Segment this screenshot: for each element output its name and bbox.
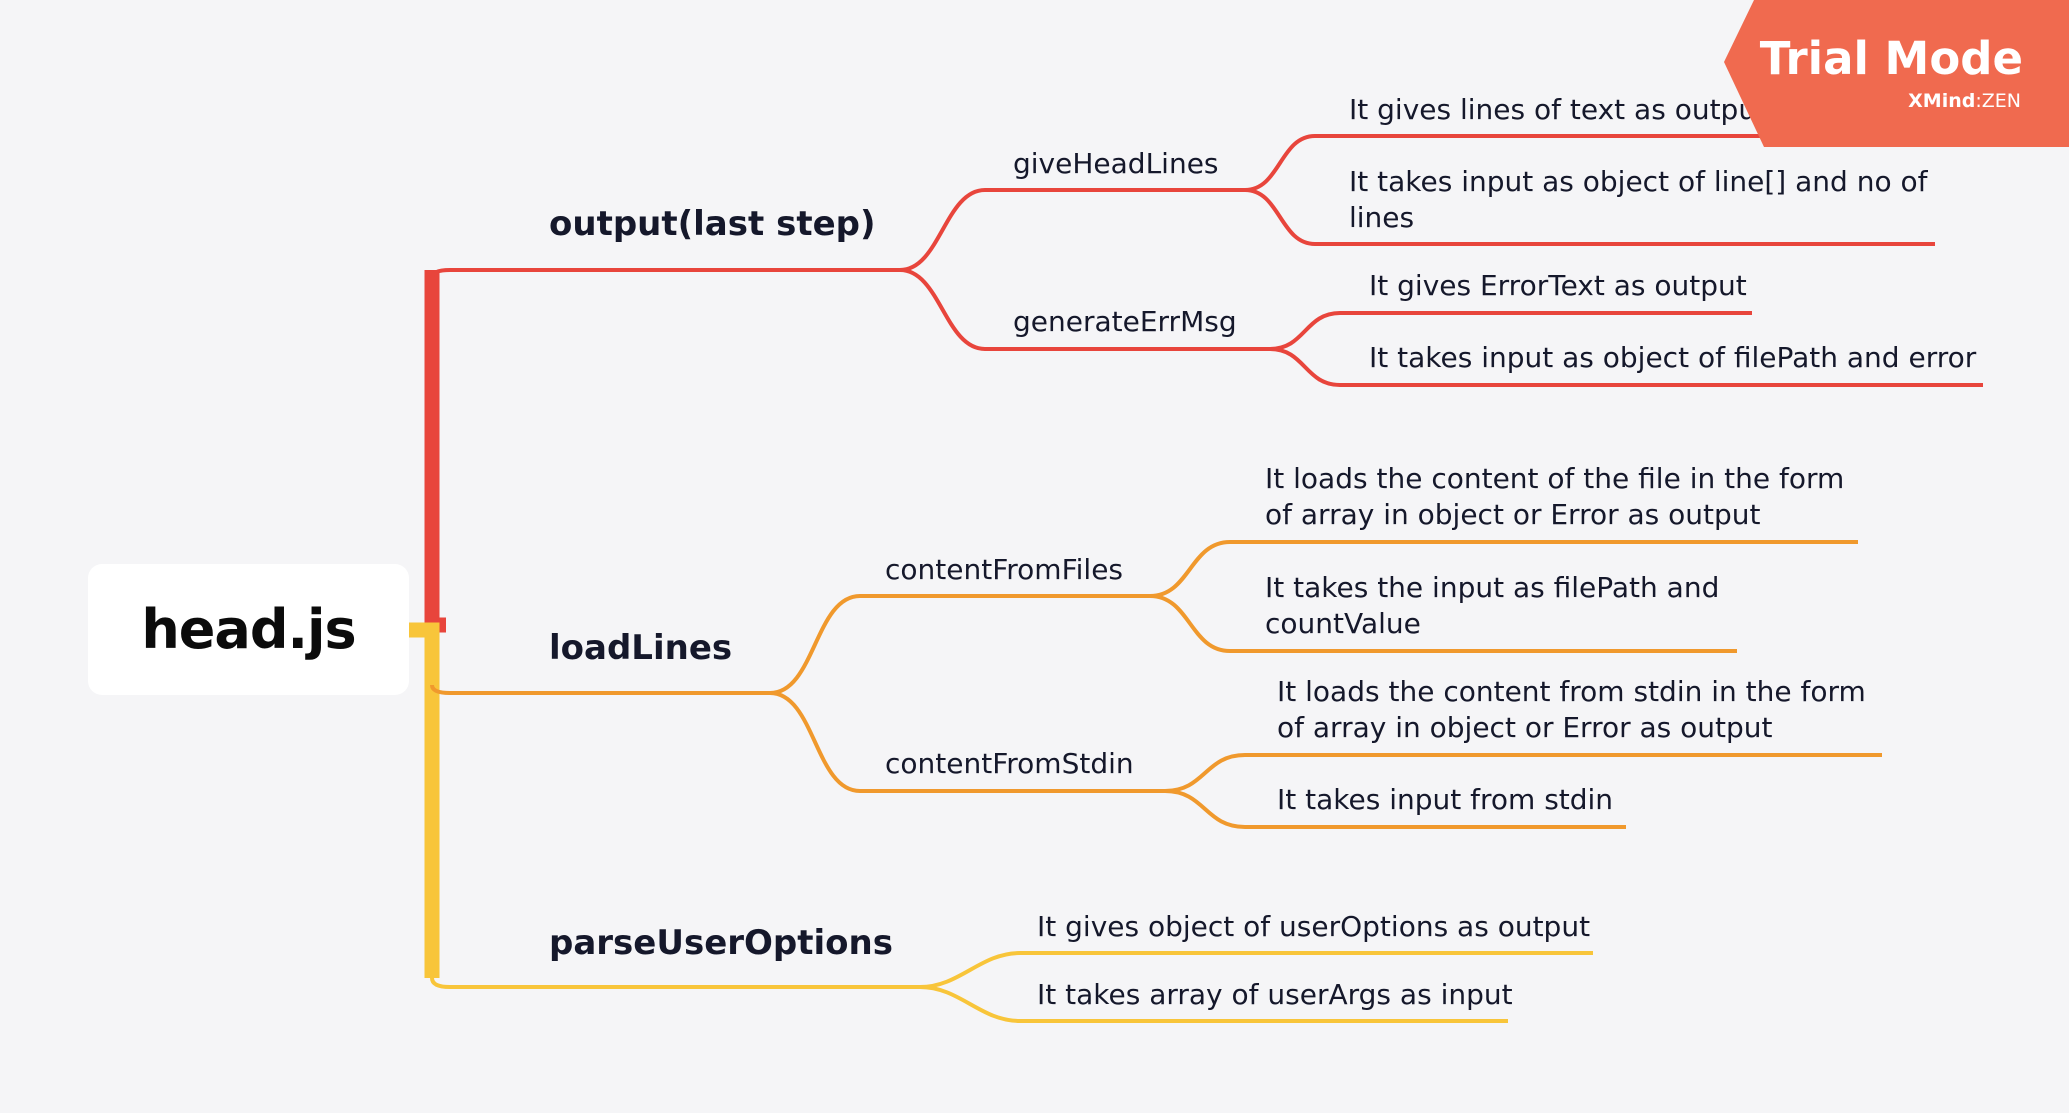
trial-mode-badge[interactable]: Trial Mode XMind:ZEN xyxy=(1724,0,2069,147)
topic-output[interactable]: output(last step) xyxy=(549,204,876,244)
subtopic-giveheadlines[interactable]: giveHeadLines xyxy=(1013,147,1219,180)
leaf-giveheadlines-input-line1[interactable]: It takes input as object of line[] and n… xyxy=(1349,165,1928,198)
leaf-contentfromfiles-output-line2[interactable]: of array in object or Error as output xyxy=(1265,498,1761,531)
subtopic-contentfromstdin[interactable]: contentFromStdin xyxy=(885,747,1134,780)
leaf-contentfromstdin-output-line2[interactable]: of array in object or Error as output xyxy=(1277,711,1773,744)
link-parse xyxy=(430,977,920,989)
topic-loadlines[interactable]: loadLines xyxy=(549,628,733,668)
xmind-zen-logo: XMind:ZEN xyxy=(1908,90,2021,112)
leaf-parseuseroptions-input[interactable]: It takes array of userArgs as input xyxy=(1037,978,1513,1011)
link-generateerrmsg xyxy=(899,268,1270,351)
leaf-contentfromstdin-input[interactable]: It takes input from stdin xyxy=(1277,783,1614,816)
trunk-yellow xyxy=(409,622,440,978)
leaf-contentfromfiles-input-line2[interactable]: countValue xyxy=(1265,607,1421,640)
subtopic-contentfromfiles[interactable]: contentFromFiles xyxy=(885,553,1124,586)
leaf-contentfromfiles-output-line1[interactable]: It loads the content of the file in the … xyxy=(1265,462,1845,495)
leaf-generateerrmsg-input[interactable]: It takes input as object of filePath and… xyxy=(1369,341,1977,374)
link-giveheadlines xyxy=(899,188,1245,272)
zen-edition: ZEN xyxy=(1981,90,2021,112)
central-topic-label: head.js xyxy=(141,598,356,661)
link-loadlines xyxy=(430,684,770,695)
leaf-generateerrmsg-output[interactable]: It gives ErrorText as output xyxy=(1369,269,1747,302)
trunk-red xyxy=(424,270,446,633)
central-topic[interactable]: head.js xyxy=(88,564,409,695)
leaf-contentfromstdin-output-line1[interactable]: It loads the content from stdin in the f… xyxy=(1277,675,1866,708)
topic-parseuseroptions[interactable]: parseUserOptions xyxy=(549,923,893,963)
leaf-parseuseroptions-output[interactable]: It gives object of userOptions as output xyxy=(1037,910,1591,943)
link-output xyxy=(430,268,900,279)
subtopic-generateerrmsg[interactable]: generateErrMsg xyxy=(1013,305,1237,338)
trial-badge-shape xyxy=(1724,0,2069,147)
leaf-giveheadlines-input-line2[interactable]: lines xyxy=(1349,201,1415,234)
leaf-giveheadlines-output[interactable]: It gives lines of text as output xyxy=(1349,93,1768,126)
leaf-contentfromfiles-input-line1[interactable]: It takes the input as filePath and xyxy=(1265,571,1720,604)
trial-mode-title: Trial Mode xyxy=(1759,32,2023,85)
xmind-brand: XMind xyxy=(1908,90,1976,112)
link-contentfromstdin xyxy=(769,691,1165,793)
link-contentfromfiles xyxy=(769,594,1150,695)
